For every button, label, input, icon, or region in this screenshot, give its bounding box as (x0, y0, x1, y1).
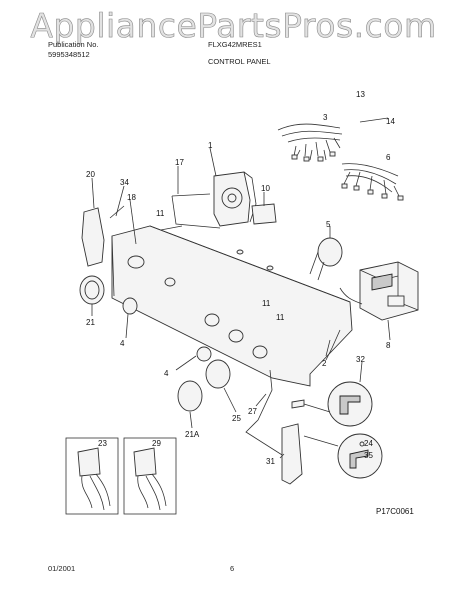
switch-5 (309, 237, 343, 281)
watermark: AppliancePartsPros.com (30, 6, 437, 46)
callout-20: 20 (86, 170, 95, 179)
bracket-17 (171, 193, 221, 229)
callout-5: 5 (326, 220, 331, 229)
control-module-8 (339, 261, 419, 321)
wire-harness-6 (341, 163, 404, 201)
callout-27: 27 (248, 407, 257, 416)
knob-4-upper (122, 297, 138, 315)
callout-17: 17 (175, 158, 184, 167)
callout-32: 32 (356, 355, 365, 364)
callout-34: 34 (120, 178, 129, 187)
leader (359, 117, 389, 123)
model-block: FLXG42MRES1 (208, 40, 262, 50)
callout-21: 21 (86, 318, 95, 327)
callout-25: 25 (232, 414, 241, 423)
callout-31: 31 (266, 457, 275, 466)
footer-date: 01/2001 (48, 564, 76, 573)
callout-14: 14 (386, 117, 395, 126)
callout-21A: 21A (185, 430, 200, 439)
callout-10: 10 (261, 184, 270, 193)
switch-10 (251, 203, 277, 225)
callout-4b: 4 (164, 369, 169, 378)
inset-23 (65, 437, 119, 515)
console-panel-18 (111, 225, 353, 387)
callout-6: 6 (386, 153, 391, 162)
detail-32 (291, 381, 373, 427)
callout-35: 35 (364, 451, 373, 460)
callout-24: 24 (364, 439, 373, 448)
callout-8: 8 (386, 341, 391, 350)
callout-1: 1 (208, 141, 213, 150)
publication-number: 5995348512 (48, 50, 90, 59)
callout-18: 18 (127, 193, 136, 202)
detail-24-35 (303, 433, 383, 479)
leader-lines (91, 147, 391, 459)
timer-1 (213, 171, 257, 227)
callout-4a: 4 (120, 339, 125, 348)
section-title: CONTROL PANEL (208, 57, 271, 66)
callout-11c: 11 (276, 313, 285, 322)
callout-labels: 13 14 3 6 1 17 20 34 10 18 11 5 11 11 21… (86, 90, 414, 516)
publication-block: Publication No. 5995348512 (48, 40, 98, 60)
knob-25 (205, 359, 231, 389)
knob-4-lower (196, 346, 212, 362)
callout-3: 3 (323, 113, 328, 122)
wire-harness-3 (277, 123, 343, 162)
footer-page: 6 (230, 564, 235, 573)
publication-label: Publication No. (48, 40, 99, 49)
model-number: FLXG42MRES1 (208, 40, 262, 49)
callout-13: 13 (356, 90, 365, 99)
knob-21A (177, 380, 203, 412)
callout-29: 29 (152, 439, 161, 448)
callout-23: 23 (98, 439, 107, 448)
inset-29 (123, 437, 177, 515)
callout-11b: 11 (262, 299, 271, 308)
callout-11a: 11 (156, 209, 165, 218)
callout-2: 2 (322, 359, 327, 368)
end-cap-20 (81, 207, 105, 267)
diagram-code: P17C0061 (376, 507, 414, 516)
support-31 (281, 423, 303, 485)
